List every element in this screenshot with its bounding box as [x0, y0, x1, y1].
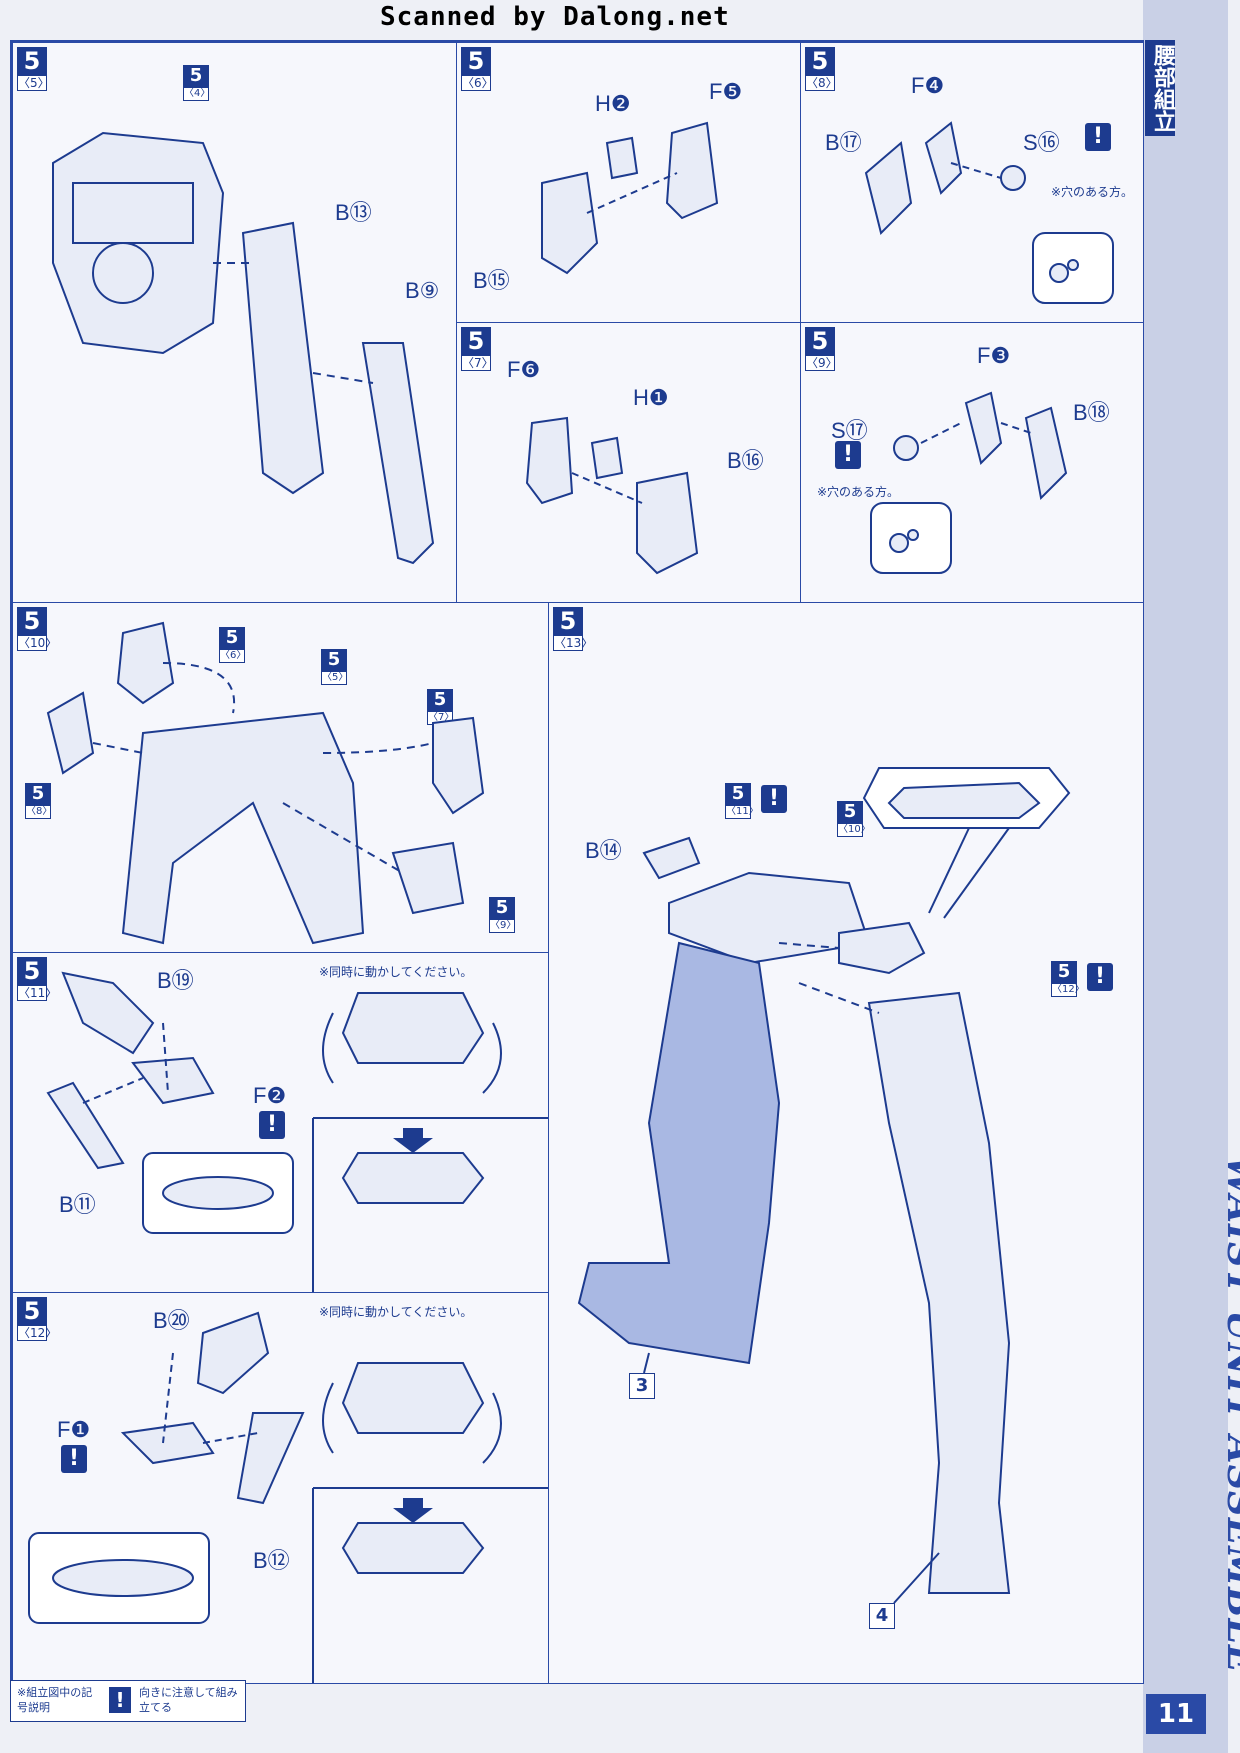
warning-icon: !	[61, 1445, 87, 1473]
sub-step-reference: 5〈6〉	[219, 627, 247, 663]
part-illustration	[46, 971, 549, 1293]
part-label: H❷	[595, 91, 631, 116]
panel-step-5-11: 5〈11〉 B⑲ F❷ ! B⑪ ※同時に動かしてください。	[12, 952, 550, 1294]
part-label: B⑪	[59, 1192, 96, 1217]
part-illustration	[525, 416, 699, 575]
part-number-4: 4	[869, 1603, 895, 1629]
warning-icon: !	[1085, 123, 1111, 151]
part-label: B⑲	[157, 968, 194, 993]
part-number-3: 3	[629, 1373, 655, 1399]
part-label: B⑭	[585, 838, 622, 863]
sub-step-reference: 5〈11〉	[725, 783, 759, 819]
move-together-note: ※同時に動かしてください。	[319, 1305, 473, 1319]
part-label: F❶	[57, 1417, 91, 1442]
warning-icon: !	[761, 785, 787, 813]
sub-step-reference: 5〈5〉	[321, 649, 349, 685]
part-label: H❶	[633, 385, 669, 410]
waist-core-illustration	[52, 131, 435, 565]
part-label: B⑬	[335, 200, 372, 225]
warning-icon: !	[835, 441, 861, 469]
part-label: F❺	[709, 79, 743, 104]
part-illustration	[870, 391, 1068, 574]
panel-step-5-6: 5〈6〉 H❷ F❺ B⑮	[456, 42, 802, 324]
symbol-legend: ※組立図中の記号説明 ! 向きに注意して組み立てる	[10, 1680, 246, 1722]
step-badge: 5〈8〉	[805, 47, 838, 91]
hole-note: ※穴のある方。	[1051, 185, 1134, 199]
part-label: B⑯	[727, 448, 764, 473]
legend-label: ※組立図中の記号説明	[17, 1686, 93, 1714]
part-label: F❷	[253, 1083, 287, 1108]
page-number: 11	[1146, 1694, 1206, 1734]
step-badge: 5〈11〉	[17, 957, 58, 1001]
scan-watermark: Scanned by Dalong.net	[380, 2, 730, 32]
part-illustration	[541, 121, 719, 275]
sub-step-reference: 5〈9〉	[489, 897, 517, 933]
panel-step-5-13: 5〈13〉 B⑭ 5〈11〉 ! 5〈10〉 5〈12〉 ! 3 4	[548, 602, 1144, 1684]
hole-note: ※穴のある方。	[817, 485, 900, 499]
section-title-jp: 腰部組立	[1145, 40, 1175, 136]
part-label: B⑰	[825, 130, 862, 155]
sub-step-reference: 5〈4〉	[183, 65, 211, 101]
part-label: B⑨	[405, 278, 440, 303]
warning-icon: !	[1087, 963, 1113, 991]
step-badge: 5〈13〉	[553, 607, 594, 651]
part-label: B⑫	[253, 1548, 290, 1573]
panel-step-5-12: 5〈12〉 B⑳ F❶ ! B⑫ ※同時に動かしてください。	[12, 1292, 550, 1684]
part-label: B⑱	[1073, 400, 1110, 425]
part-label: B⑳	[153, 1308, 190, 1333]
panel-step-5-5: 5〈5〉 5〈4〉 B⑬ B⑨	[12, 42, 458, 604]
panel-step-5-9: 5〈9〉 F❸ B⑱ S⑰ ! ※穴のある方。	[800, 322, 1144, 604]
step-badge: 5〈10〉	[17, 607, 58, 651]
part-label: F❸	[977, 343, 1011, 368]
part-label: S⑰	[831, 418, 868, 443]
sub-step-reference: 5〈8〉	[25, 783, 53, 819]
warning-icon: !	[259, 1111, 285, 1139]
instruction-sheet: 5〈5〉 5〈4〉 B⑬ B⑨ 5〈6〉 H❷ F❺ B⑮	[10, 40, 1144, 1684]
panel-step-5-10: 5〈10〉 5〈6〉 5〈5〉 5〈7〉 5〈8〉 5〈9〉	[12, 602, 550, 954]
section-title-en: WAIST UNIT ASSEMBLE	[1219, 1156, 1240, 1674]
part-label: F❻	[507, 357, 541, 382]
part-label: S⑯	[1023, 130, 1060, 155]
waist-legs-assembly-illustration	[577, 767, 1071, 1604]
warning-icon: !	[109, 1687, 131, 1713]
legend-warning-text: 向きに注意して組み立てる	[139, 1686, 238, 1714]
step-badge: 5〈12〉	[17, 1297, 58, 1341]
part-illustration	[28, 1311, 549, 1683]
step-badge: 5〈9〉	[805, 327, 838, 371]
sidebar-band	[1143, 0, 1228, 1753]
step-badge: 5〈6〉	[461, 47, 494, 91]
part-label: B⑮	[473, 268, 510, 293]
step-badge: 5〈5〉	[17, 47, 50, 91]
panel-step-5-8: 5〈8〉 F❹ B⑰ S⑯ ! ※穴のある方。	[800, 42, 1144, 324]
part-illustration	[864, 121, 1114, 304]
sub-step-reference: 5〈12〉	[1051, 961, 1085, 997]
part-label: F❹	[911, 73, 945, 98]
move-together-note: ※同時に動かしてください。	[319, 965, 473, 979]
waist-assembly-illustration	[46, 621, 485, 945]
panel-step-5-7: 5〈7〉 F❻ H❶ B⑯	[456, 322, 802, 604]
sub-step-reference: 5〈10〉	[837, 801, 871, 837]
step-badge: 5〈7〉	[461, 327, 494, 371]
